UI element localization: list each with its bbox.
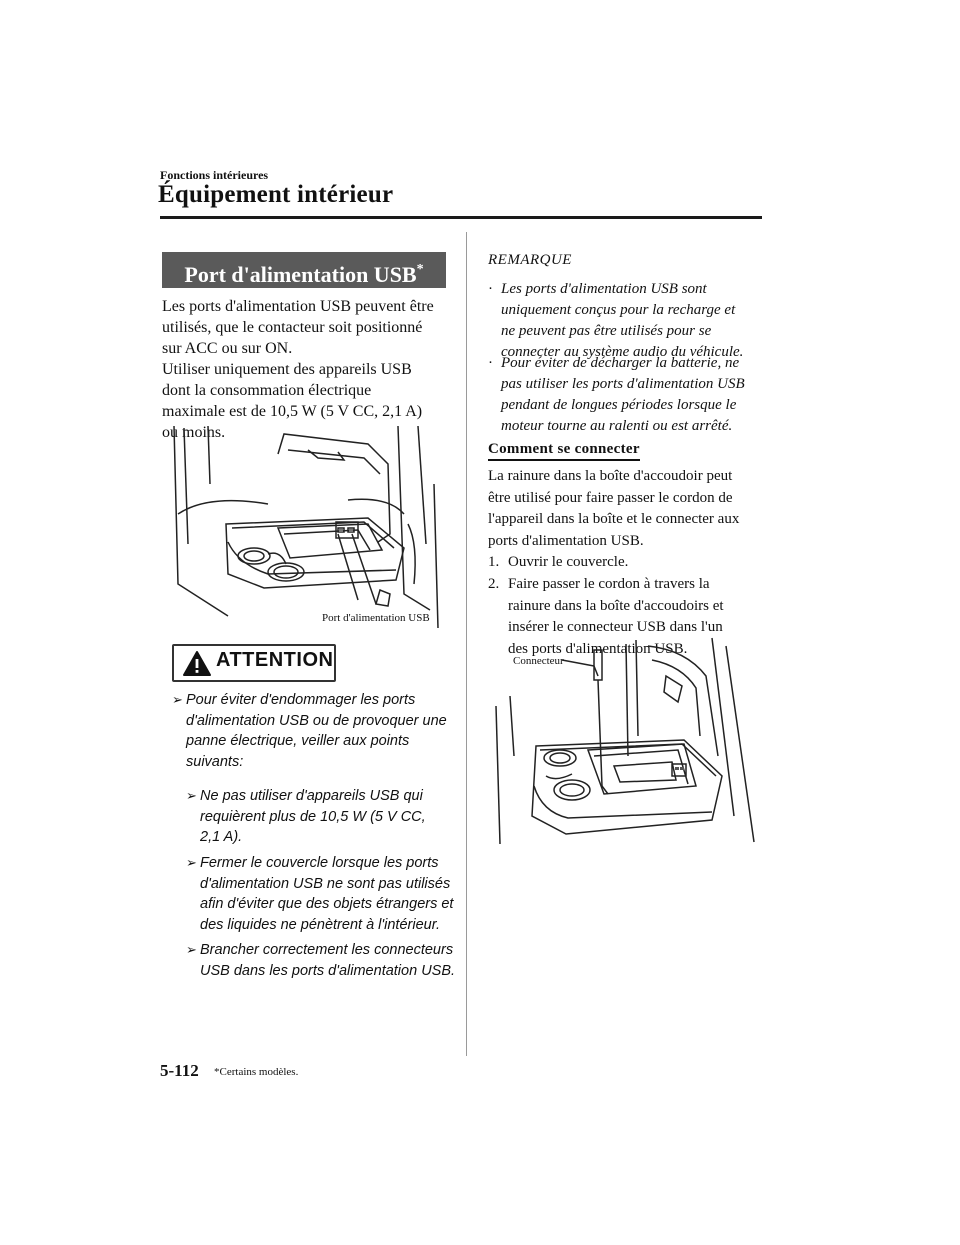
intro-line: Utiliser uniquement des appareils USB [162, 361, 412, 378]
step-item: 2. Faire passer le cordon à travers la r… [488, 574, 768, 662]
attention-box: ATTENTION [172, 644, 336, 682]
remark-line: Les ports d'alimentation USB sont [501, 281, 707, 297]
arrow-bullet-icon: ➢ [172, 692, 183, 707]
step-number: 2. [488, 576, 500, 592]
intro-line: maximale est de 10,5 W (5 V CC, 2,1 A) [162, 403, 423, 420]
attention-sub-line: requièrent plus de 10,5 W (5 V CC, [200, 808, 426, 825]
connector-illustration [495, 637, 755, 844]
step-line: insérer le connecteur USB dans l'un [508, 619, 723, 635]
bullet-dot-icon: · [488, 281, 493, 297]
step-line: rainure dans la boîte d'accoudoirs et [508, 597, 724, 614]
remark-line: Pour éviter de décharger la batterie, ne [501, 355, 740, 371]
attention-line: panne électrique, veiller aux points [186, 733, 410, 749]
remark-line: ne peuvent pas être utilisés pour se [501, 323, 712, 339]
attention-line: d'alimentation USB ou de provoquer une [186, 712, 447, 729]
step-line: Ouvrir le couvercle. [508, 554, 629, 570]
figure-caption: Connecteur [513, 655, 564, 667]
column-divider [466, 232, 467, 1056]
figure-caption: Port d'alimentation USB [322, 612, 430, 624]
usb-port-illustration [173, 425, 439, 628]
connect-line: La rainure dans la boîte d'accoudoir peu… [488, 468, 733, 484]
intro-line: ou moins. [162, 424, 226, 441]
step-number: 1. [488, 554, 500, 570]
remark-label: REMARQUE [488, 252, 572, 268]
section-title-banner: Port d'alimentation USB* [162, 252, 446, 288]
arrow-bullet-icon: ➢ [186, 942, 197, 957]
intro-line: utilisés, que le contacteur soit positio… [162, 319, 423, 336]
attention-sub-line: Brancher correctement les connecteurs [200, 942, 454, 958]
arrow-bullet-icon: ➢ [186, 855, 197, 870]
arrow-bullet-icon: ➢ [186, 788, 197, 803]
remark-line: pas utiliser les ports d'alimentation US… [501, 376, 745, 392]
intro-line: sur ACC ou sur ON. [162, 340, 293, 357]
attention-sub-line: Fermer le couvercle lorsque les ports [200, 855, 439, 871]
warning-triangle-icon [183, 651, 211, 676]
remark-item: · Pour éviter de décharger la batterie, … [488, 353, 778, 437]
remark-line: pendant de longues périodes lorsque le [501, 397, 737, 413]
attention-line: suivants: [186, 753, 244, 770]
attention-main-item: ➢ Pour éviter d'endommager les ports d'a… [172, 690, 462, 774]
title-rule [160, 216, 762, 219]
intro-line: dont la consommation électrique [162, 382, 372, 399]
intro-line: Les ports d'alimentation USB peuvent êtr… [162, 298, 434, 315]
remark-line: uniquement conçus pour la recharge et [501, 302, 736, 318]
attention-sub-line: d'alimentation USB ne sont pas utilisés [200, 875, 451, 892]
subheading: Comment se connecter [488, 441, 640, 461]
step-line: Faire passer le cordon à travers la [508, 576, 710, 592]
bullet-dot-icon: · [488, 355, 493, 371]
connect-line: être utilisé pour faire passer le cordon… [488, 489, 733, 506]
page-number: 5-112 [160, 1061, 199, 1080]
section-title: Port d'alimentation USB [184, 262, 417, 287]
attention-sub-item: ➢ Brancher correctement les connecteurs … [186, 940, 466, 982]
attention-sub-line: afin d'éviter que des objets étrangers e… [200, 896, 454, 912]
remark-line: moteur tourne au ralenti ou est arrêté. [501, 418, 733, 434]
attention-sub-item: ➢ Ne pas utiliser d'appareils USB qui re… [186, 786, 466, 848]
attention-sub-line: Ne pas utiliser d'appareils USB qui [200, 788, 423, 804]
footnote: *Certains modèles. [214, 1066, 299, 1078]
remark-line: connecter au système audio du véhicule. [501, 344, 744, 360]
step-item: 1. Ouvrir le couvercle. [488, 552, 768, 574]
connect-line: ports d'alimentation USB. [488, 532, 644, 549]
attention-line: Pour éviter d'endommager les ports [186, 692, 416, 708]
section-title-marker: * [416, 262, 424, 277]
connect-paragraph: La rainure dans la boîte d'accoudoir peu… [488, 466, 768, 552]
connect-line: l'appareil dans la boîte et le connecter… [488, 511, 740, 527]
breadcrumb: Fonctions intérieures [160, 168, 269, 182]
attention-sub-line: USB dans les ports d'alimentation USB. [200, 962, 456, 979]
attention-label: ATTENTION [216, 649, 334, 671]
attention-sub-line: 2,1 A). [200, 829, 243, 845]
remark-item: · Les ports d'alimentation USB sont uniq… [488, 279, 778, 363]
page-title: Équipement intérieur [158, 181, 394, 208]
intro-paragraph: Les ports d'alimentation USB peuvent êtr… [162, 296, 452, 443]
attention-sub-item: ➢ Fermer le couvercle lorsque les ports … [186, 853, 466, 937]
attention-sub-line: des liquides ne pénètrent à l'intérieur. [200, 916, 441, 933]
step-line: des ports d'alimentation USB. [508, 640, 688, 657]
